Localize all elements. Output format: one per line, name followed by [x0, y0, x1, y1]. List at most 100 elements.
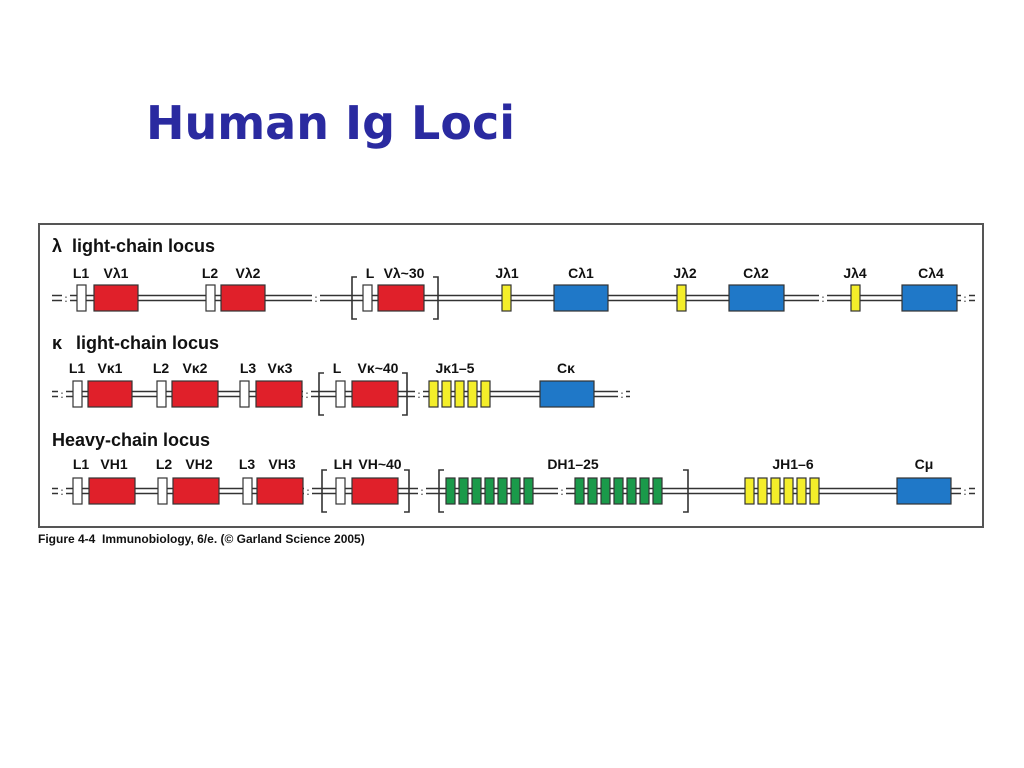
heavy-break-mid3-gap: [558, 485, 566, 497]
kappa-label-c: Cκ: [557, 360, 575, 376]
kappa-locus-symbol: κ: [52, 333, 63, 353]
slide-title: Human Ig Loci: [146, 96, 515, 150]
kappa-leader-2: [156, 380, 167, 408]
lambda-leader-n: [362, 284, 373, 312]
heavy-label-vn: VH~40: [358, 456, 401, 472]
heavy-j-6: [809, 477, 820, 505]
lambda-label-ln: L: [366, 265, 375, 281]
heavy-d-a-7: [523, 477, 534, 505]
kappa-break-end: :: [620, 388, 624, 401]
kappa-label-v3: Vκ3: [268, 360, 293, 376]
heavy-j-4: [783, 477, 794, 505]
kappa-leader-1: [72, 380, 83, 408]
heavy-break-mid2: :: [420, 485, 424, 498]
heavy-break-mid1: :: [306, 485, 310, 498]
lambda-bracket-left: [351, 276, 357, 320]
kappa-break-mid1-gap: [303, 388, 311, 400]
heavy-break-start: :: [60, 485, 64, 498]
heavy-d-a-5: [497, 477, 508, 505]
heavy-d-b-5: [626, 477, 637, 505]
kappa-label-l2: L2: [153, 360, 170, 376]
lambda-j-2: [676, 284, 687, 312]
heavy-break-start-gap: [58, 485, 66, 497]
lambda-locus-symbol: λ: [52, 236, 62, 256]
heavy-label-l1: L1: [73, 456, 90, 472]
heavy-break-mid3: :: [560, 485, 564, 498]
lambda-break-mid1: :: [314, 292, 318, 305]
lambda-locus-title: light-chain locus: [72, 236, 215, 256]
heavy-label-j: JH1–6: [772, 456, 813, 472]
lambda-label-j4: Jλ4: [843, 265, 867, 281]
lambda-label-j2: Jλ2: [673, 265, 697, 281]
heavy-d-b-2: [587, 477, 598, 505]
heavy-d-a-2: [458, 477, 469, 505]
lambda-v-n: [377, 284, 425, 312]
heavy-d-b-3: [600, 477, 611, 505]
kappa-j-3: [454, 380, 465, 408]
kappa-v-2: [171, 380, 219, 408]
kappa-j-2: [441, 380, 452, 408]
lambda-break-start: :: [64, 292, 68, 305]
heavy-d-b-7: [652, 477, 663, 505]
heavy-label-v3: VH3: [268, 456, 295, 472]
heavy-label-v1: VH1: [100, 456, 127, 472]
lambda-label-j1: Jλ1: [495, 265, 519, 281]
heavy-v-3: [256, 477, 304, 505]
lambda-c-4: [901, 284, 958, 312]
lambda-break-mid1-gap: [312, 292, 320, 304]
heavy-d-a-3: [471, 477, 482, 505]
kappa-v-3: [255, 380, 303, 408]
kappa-break-end-gap: [618, 388, 626, 400]
lambda-break-end: :: [963, 292, 967, 305]
kappa-break-mid2-gap: [415, 388, 423, 400]
kappa-j-5: [480, 380, 491, 408]
heavy-v-1: [88, 477, 136, 505]
kappa-j-1: [428, 380, 439, 408]
heavy-j-3: [770, 477, 781, 505]
kappa-break-mid2: :: [417, 388, 421, 401]
heavy-j-2: [757, 477, 768, 505]
lambda-leader-1: [76, 284, 87, 312]
lambda-label-l2: L2: [202, 265, 219, 281]
lambda-break-end-gap: [961, 292, 969, 304]
heavy-v-2: [172, 477, 220, 505]
lambda-label-c4: Cλ4: [918, 265, 944, 281]
lambda-c-1: [553, 284, 609, 312]
heavy-leader-1: [72, 477, 83, 505]
heavy-break-mid1-gap: [304, 485, 312, 497]
heavy-leader-n: [335, 477, 346, 505]
kappa-leader-3: [239, 380, 250, 408]
heavy-bracket-right: [404, 469, 410, 513]
lambda-break-start-gap: [62, 292, 70, 304]
heavy-label-l2: L2: [156, 456, 173, 472]
kappa-break-mid1: :: [305, 388, 309, 401]
heavy-label-c: Cμ: [915, 456, 934, 472]
heavy-j-5: [796, 477, 807, 505]
kappa-leader-n: [335, 380, 346, 408]
kappa-label-j: Jκ1–5: [436, 360, 475, 376]
kappa-label-l3: L3: [240, 360, 257, 376]
heavy-d-a-6: [510, 477, 521, 505]
heavy-v-n: [351, 477, 399, 505]
heavy-leader-2: [157, 477, 168, 505]
lambda-break-mid2: :: [821, 292, 825, 305]
heavy-label-v2: VH2: [185, 456, 212, 472]
heavy-d-bracket-right: [683, 469, 689, 513]
kappa-label-v1: Vκ1: [98, 360, 123, 376]
heavy-d-a-4: [484, 477, 495, 505]
lambda-break-mid2-gap: [819, 292, 827, 304]
heavy-leader-3: [242, 477, 253, 505]
heavy-break-mid2-gap: [418, 485, 426, 497]
lambda-label-v2: Vλ2: [236, 265, 261, 281]
heavy-break-end-gap: [961, 485, 969, 497]
kappa-label-vn: Vκ~40: [358, 360, 399, 376]
lambda-c-2: [728, 284, 785, 312]
kappa-bracket-right: [402, 372, 408, 416]
kappa-v-n: [351, 380, 399, 408]
kappa-label-ln: L: [333, 360, 342, 376]
heavy-d-bracket-left: [438, 469, 444, 513]
heavy-d-b-1: [574, 477, 585, 505]
kappa-break-start: :: [60, 388, 64, 401]
